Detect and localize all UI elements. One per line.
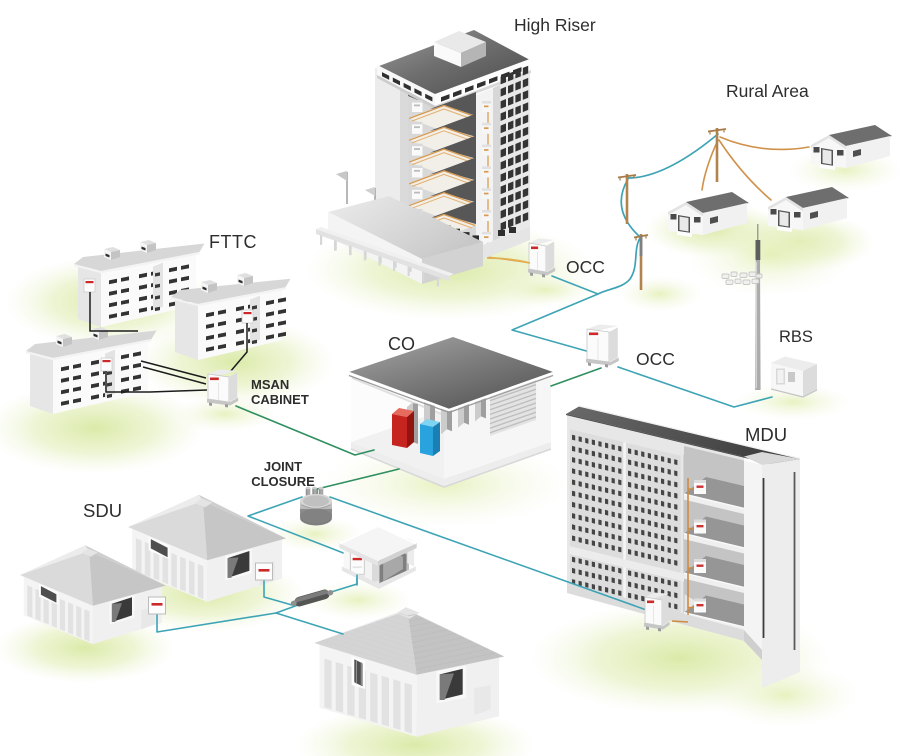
svg-text:CABINET: CABINET	[251, 392, 309, 407]
svg-text:FTTC: FTTC	[209, 232, 257, 252]
svg-text:CO: CO	[388, 334, 415, 354]
svg-text:OCC: OCC	[636, 349, 675, 369]
svg-text:Rural Area: Rural Area	[726, 81, 809, 101]
svg-text:RBS: RBS	[779, 328, 813, 346]
svg-text:High Riser: High Riser	[514, 15, 596, 35]
svg-text:MDU: MDU	[745, 424, 787, 445]
svg-text:OCC: OCC	[566, 257, 605, 277]
svg-text:JOINT: JOINT	[264, 459, 302, 474]
svg-text:MSAN: MSAN	[251, 377, 289, 392]
svg-text:CLOSURE: CLOSURE	[251, 474, 315, 489]
svg-text:SDU: SDU	[83, 500, 122, 521]
